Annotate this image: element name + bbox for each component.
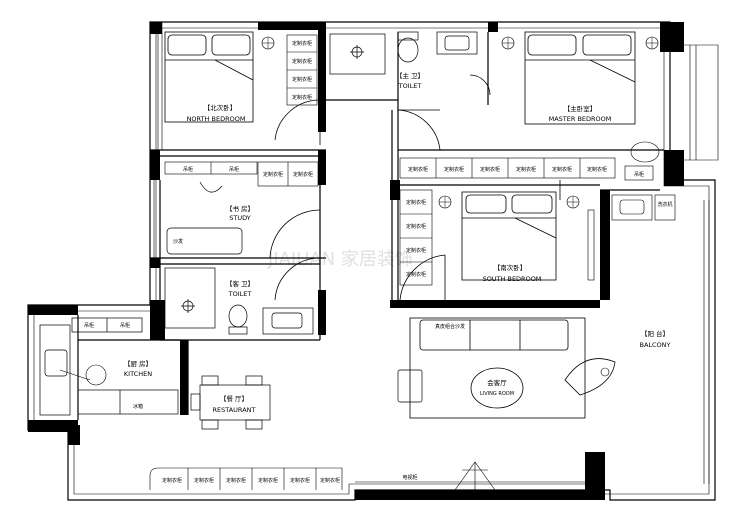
doors — [269, 74, 561, 301]
wardrobe-label: 定制衣柜 — [290, 477, 310, 484]
wardrobe-label: 定制衣柜 — [320, 477, 340, 484]
watermark: JIAJUAN 家居装饰 — [267, 249, 413, 270]
south-bedroom-wardrobe — [399, 189, 433, 286]
laundry-label: 洗衣机 — [657, 201, 672, 208]
study-label-en: STUDY — [229, 214, 251, 222]
south-bedroom-label-en: SOUTH BEDROOM — [483, 275, 542, 283]
balcony-fixtures — [611, 194, 676, 221]
wardrobe-label: 定制衣柜 — [552, 166, 572, 173]
bottom-storage — [149, 467, 591, 490]
wardrobe-label: 定制衣柜 — [292, 58, 312, 65]
living-room-sofa — [409, 317, 586, 419]
master-toilet-label: 【主 卫】 — [396, 71, 424, 80]
wardrobe-label: 定制衣柜 — [406, 271, 426, 278]
wardrobe-label: 定制衣柜 — [292, 94, 312, 101]
sofa-bed — [166, 227, 243, 255]
sectional-sofa-label: 真皮组合沙发 — [435, 323, 465, 330]
balcony-label: 【阳 台】 — [641, 329, 669, 338]
wall-columns — [28, 22, 684, 500]
guest-toilet-fixtures — [164, 267, 314, 335]
master-bedroom-label-en: MASTER BEDROOM — [549, 115, 612, 123]
study-cabinets — [164, 161, 319, 187]
wardrobe-label: 定制衣柜 — [226, 477, 246, 484]
master-toilet-label-en: TOILET — [398, 82, 422, 90]
wardrobe-label: 定制衣柜 — [292, 40, 312, 47]
faucet-icon — [59, 369, 91, 381]
tv-stand-rays — [454, 461, 496, 491]
wardrobe-label: 定制衣柜 — [162, 477, 182, 484]
balcony-label-en: BALCONY — [639, 341, 670, 349]
nightstand-lamp-icon — [502, 37, 514, 49]
north-bedroom-wardrobe — [286, 34, 318, 106]
lounge-chair — [564, 358, 616, 396]
wardrobe-label: 定制衣柜 — [408, 166, 428, 173]
nightstand-lamp-icon — [567, 196, 579, 208]
wardrobe-label: 定制衣柜 — [406, 199, 426, 206]
wardrobe-label: 定制衣柜 — [293, 171, 313, 178]
kitchen-counters — [39, 317, 179, 416]
living-room-label: 会客厅 — [487, 378, 507, 387]
dining-set — [190, 375, 271, 430]
fridge-label: 冰箱 — [133, 403, 143, 410]
hanging-cabinet-label: 吊柜 — [120, 322, 130, 329]
hanging-cabinet-label: 吊柜 — [229, 166, 239, 173]
wardrobe-label: 定制衣柜 — [258, 477, 278, 484]
desk-chair — [199, 181, 223, 193]
nightstand-lamp-icon — [646, 37, 658, 49]
wardrobe-label: 定制衣柜 — [587, 166, 607, 173]
south-bedroom-bed — [461, 191, 557, 281]
restaurant-label-en: RESTAURANT — [213, 406, 256, 414]
sofa-label: 沙发 — [173, 238, 183, 245]
master-toilet-fixtures — [329, 31, 478, 75]
wardrobe-label: 定制衣柜 — [480, 166, 500, 173]
study-label: 【书 房】 — [226, 204, 254, 213]
wardrobe-label: 定制衣柜 — [516, 166, 536, 173]
master-bedroom-label: 【主卧室】 — [564, 104, 597, 113]
interior-walls — [77, 32, 664, 420]
coffee-table — [470, 367, 524, 409]
kitchen-label: 【厨 房】 — [124, 359, 152, 368]
master-wardrobe — [399, 157, 654, 181]
guest-toilet-label: 【客 卫】 — [226, 279, 254, 288]
south-bedroom-desk — [587, 209, 595, 281]
nightstand-lamp-icon — [439, 196, 451, 208]
restaurant-label: 【餐 厅】 — [220, 394, 248, 403]
south-bedroom-label: 【南次卧】 — [494, 263, 527, 272]
north-bedroom-bed — [164, 31, 254, 123]
side-table — [397, 369, 423, 403]
hanging-cabinet-label: 吊柜 — [634, 171, 644, 178]
wardrobe-label: 定制衣柜 — [406, 223, 426, 230]
stove-icon — [85, 364, 107, 386]
wardrobe-label: 定制衣柜 — [406, 247, 426, 254]
hanging-cabinet-label: 吊柜 — [183, 166, 193, 173]
wardrobe-label: 定制衣柜 — [263, 171, 283, 178]
wardrobe-label: 定制衣柜 — [444, 166, 464, 173]
north-bedroom-label-en: NORTH BEDROOM — [187, 115, 246, 123]
kitchen-label-en: KITCHEN — [124, 370, 152, 378]
tv-cabinet-label: 电视柜 — [402, 474, 417, 481]
guest-toilet-label-en: TOILET — [228, 290, 252, 298]
hanging-cabinet-label: 吊柜 — [84, 322, 94, 329]
north-bedroom-label: 【北次卧】 — [204, 103, 237, 112]
living-room-label-en: LIVING ROOM — [480, 391, 514, 397]
windows — [149, 22, 719, 484]
wardrobe-label: 定制衣柜 — [292, 76, 312, 83]
master-bedroom-bed — [524, 31, 636, 125]
armchair — [630, 141, 660, 163]
nightstand-lamp-icon — [262, 37, 274, 49]
wardrobe-label: 定制衣柜 — [194, 477, 214, 484]
lamp-icon — [600, 367, 610, 377]
